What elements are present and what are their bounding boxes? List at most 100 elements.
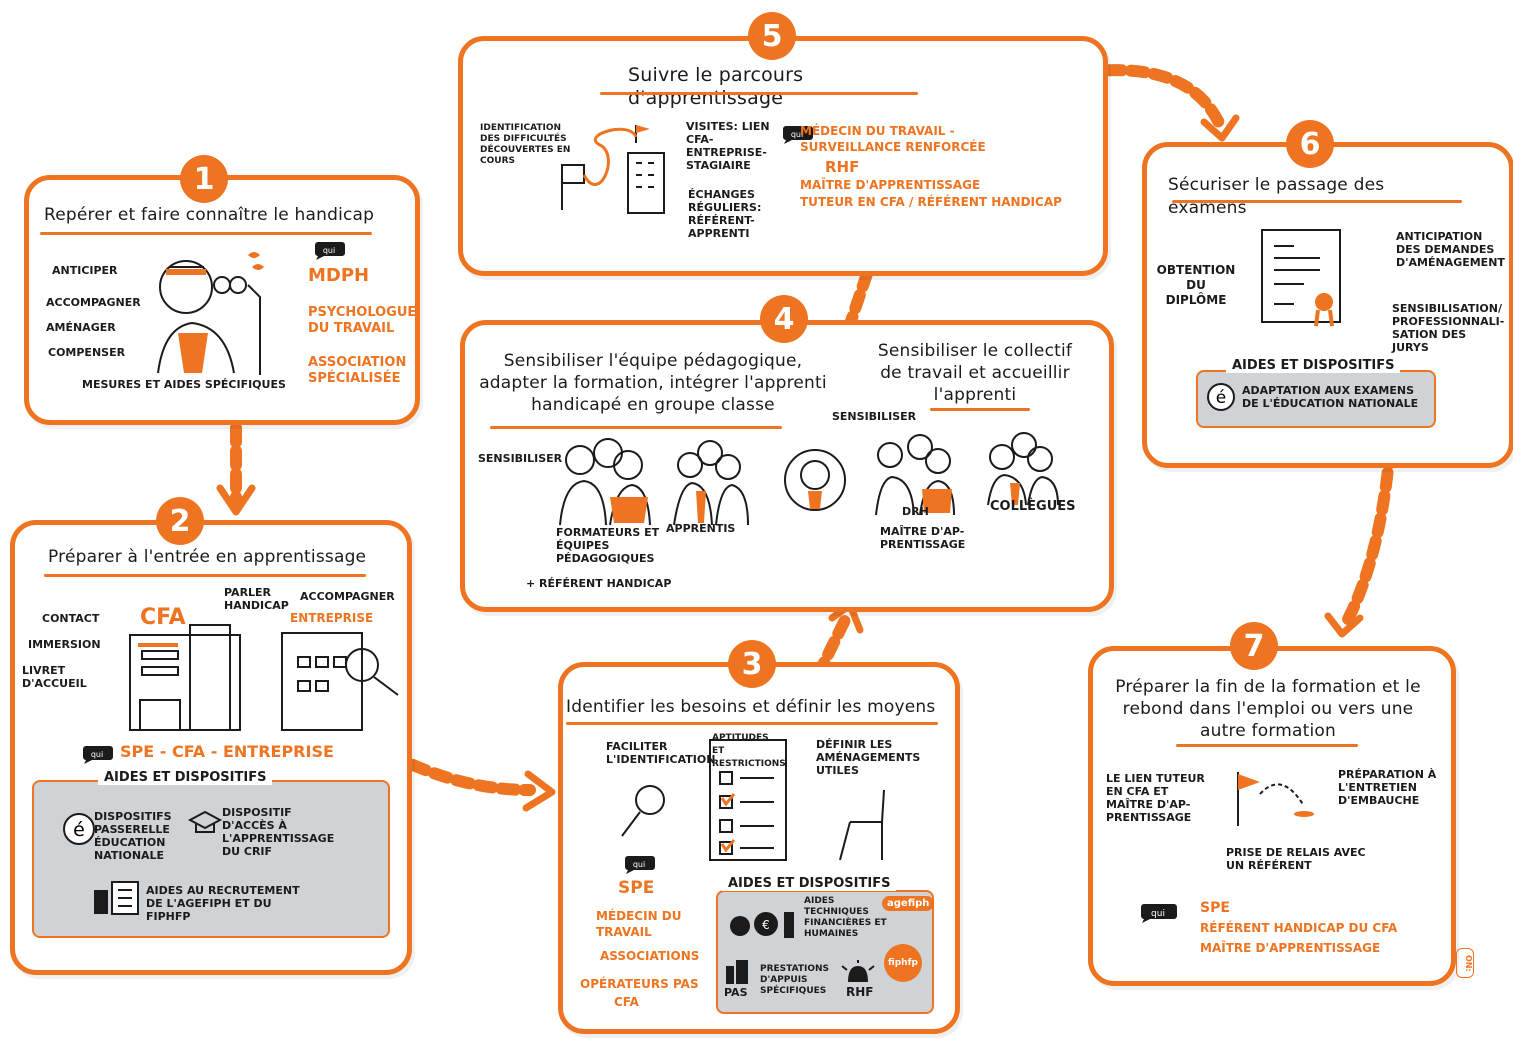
step1-left-4: COMPENSER [48, 346, 126, 359]
step-7-card [1088, 646, 1456, 986]
step5-visites: VISITES: LIEN CFA-ENTREPRISE-STAGIAIRE [686, 120, 770, 172]
step-4-underline-right [930, 408, 1030, 411]
step2-education-icon: é [63, 813, 95, 845]
step-7-badge: 7 [1230, 622, 1278, 670]
step3-checklist-icon [621, 739, 885, 861]
step3-actor-2: MÉDECIN DU TRAVAIL [596, 909, 682, 939]
step2-cfa: CFA [140, 605, 186, 630]
step7-actor-3: MAÎTRE D'APPRENTISSAGE [1200, 941, 1381, 955]
step4-apprentis: APPRENTIS [666, 522, 736, 535]
step6-aides-title: AIDES ET DISPOSITIFS [1226, 358, 1401, 373]
step5-identification: IDENTIFICATION DES DIFFICULTÉS DÉCOUVERT… [480, 123, 571, 166]
step2-aides-title: AIDES et DISPOSITIFS [98, 770, 273, 785]
step2-actor: SPE - CFA - ENTREPRISE [120, 742, 334, 761]
step7-lien: LE LIEN TUTEUR EN CFA ET MAÎTRE D'AP-PRE… [1106, 772, 1205, 824]
step-3-underline [566, 722, 938, 725]
step4-people-icon [559, 432, 1059, 526]
step5-path-icon [561, 125, 665, 214]
step3-pas-icon [726, 960, 748, 984]
step3-rhf: RHF [846, 985, 874, 999]
step3-agefiph-logo: agefiph [882, 896, 935, 911]
step-3-title: Identifier les besoins et définir les mo… [566, 697, 936, 717]
step5-echanges: ÉCHANGES RÉGULIERS: RÉFÉRENT-APPRENTI [688, 188, 762, 240]
step3-aides-title: AIDES ET DISPOSITIFS [722, 876, 897, 891]
step4-collegues: COLLÈGUES [990, 499, 1076, 514]
step-1-badge: 1 [180, 155, 228, 203]
step-1-underline [40, 232, 372, 235]
step3-definir: DÉFINIR LES AMÉNAGEMENTS UTILES [816, 738, 921, 777]
step2-buildings-icon [129, 624, 399, 731]
step1-actor-2: PSYCHOLOGUE DU TRAVAIL [308, 305, 417, 336]
step-5-card [458, 36, 1108, 276]
arrow-2-to-3 [386, 749, 536, 796]
step5-actor-1: MÉDECIN DU TRAVAIL - SURVEILLANCE RENFOR… [800, 124, 986, 154]
step3-aptitudes: APTITUDES et RESTRICTIONS [712, 733, 786, 769]
step7-flag-icon [1237, 772, 1314, 826]
step5-speech-icon: qui [783, 126, 813, 144]
step2-aide-3: AIDES AU RECRUTEMENT DE L'AGEFIPH et du … [146, 884, 300, 923]
step1-speech-icon: qui [315, 242, 345, 260]
arrow-6-to-7 [1339, 444, 1396, 631]
step1-left-5: MESURES et AIDES SPÉCIFIQUES [82, 378, 286, 391]
step1-left-3: AMÉNAGER [46, 321, 116, 334]
step2-aide-1: DISPOSITIFS PASSERELLE ÉDUCATION NATIONA… [94, 810, 172, 862]
step5-actor-4: TUTEUR EN CFA / RÉFÉRENT HANDICAP [800, 195, 1062, 209]
step-4-badge: 4 [760, 295, 808, 343]
step3-pas: PAS [724, 986, 748, 999]
step-4-underline-left [490, 426, 782, 429]
svg-text:€: € [762, 918, 770, 932]
step-5-badge: 5 [748, 12, 796, 60]
step4-maitre: MAÎTRE D'AP-PRENTISSAGE [880, 525, 966, 551]
step-2-badge: 2 [156, 497, 204, 545]
step3-actor-1: SPE [618, 878, 655, 898]
step6-education-icon: é [1207, 383, 1235, 411]
svg-text:qui: qui [633, 860, 645, 869]
step3-aides-1: AIDES TECHNIQUES FINANCIÈRES et HUMAINES [804, 896, 887, 939]
step6-aides: ADAPTATION AUX EXAMENS DE L'ÉDUCATION NA… [1242, 384, 1419, 410]
step1-actor-1: MDPH [308, 265, 370, 286]
step3-prestations: PRESTATIONS D'APPUIS SPÉCIFIQUES [760, 964, 830, 996]
svg-text:qui: qui [91, 750, 103, 759]
step4-sensibiliser-left: SENSIBILISER [478, 452, 563, 465]
step6-obtention: OBTENTION DU DIPLÔME [1156, 263, 1236, 307]
step7-speech-icon: qui [1141, 904, 1177, 923]
step-1-title: Repérer et faire connaître le handicap [44, 205, 375, 225]
step4-drh: DRH [902, 505, 929, 518]
step-2-title: Préparer à l'entrée en apprentissage [48, 547, 367, 567]
arrow-5-to-6 [1079, 64, 1226, 131]
svg-text:é: é [73, 819, 85, 841]
step-6-badge: 6 [1286, 120, 1334, 168]
step2-left-1: CONTACT [42, 612, 100, 625]
step-4-card [460, 320, 1114, 612]
step1-left-2: ACCOMPAGNER [46, 296, 141, 309]
step4-referent: + RÉFÉRENT HANDICAP [526, 577, 672, 590]
step2-recruit-icon [94, 881, 139, 915]
step3-fiphfp-logo: fiphfp [884, 944, 922, 982]
step1-left-1: ANTICIPER [52, 264, 118, 277]
step2-speech-icon: qui [83, 746, 113, 764]
step-6-underline [1172, 200, 1462, 203]
step6-anticipation: ANTICIPATION DES DEMANDES D'AMÉNAGEMENT [1396, 230, 1505, 269]
step7-preparation: PRÉPARATION À L'ENTRETIEN D'EMBAUCHE [1338, 768, 1437, 807]
step-6-title: Sécuriser le passage des examens [1168, 175, 1385, 218]
step-5-title: Suivre le parcours d'apprentissage [628, 64, 804, 109]
step2-entreprise: ENTREPRISE [290, 611, 374, 625]
svg-text:é: é [1216, 388, 1226, 408]
step2-accompagner: ACCOMPAGNER [300, 590, 395, 603]
step6-aides-box [1196, 370, 1436, 428]
step1-person-icon [157, 252, 264, 375]
step3-actor-5: CFA [614, 995, 639, 1009]
step-3-badge: 3 [728, 640, 776, 688]
step-4-title-left: Sensibiliser l'équipe pédagogique, adapt… [479, 351, 827, 415]
step-5-underline [600, 92, 918, 95]
step6-sensibilisation: SENSIBILISATION/ PROFESSIONNALI-SATION D… [1392, 302, 1505, 354]
step2-parler: PARLER HANDICAP [224, 586, 289, 612]
step3-actor-3: ASSOCIATIONS [600, 949, 700, 963]
step7-actor-1: SPE [1200, 900, 1230, 916]
svg-text:qui: qui [1151, 909, 1165, 919]
step4-formateurs: FORMATEURS et ÉQUIPES PÉDAGOGIQUES [556, 526, 660, 565]
step2-mortarboard-icon [187, 810, 223, 833]
step1-actor-3: Association SPÉCIALISÉE [308, 355, 407, 386]
step-4-title-right: Sensibiliser le collectif de travail et … [877, 341, 1073, 405]
step-2-underline [44, 574, 366, 577]
